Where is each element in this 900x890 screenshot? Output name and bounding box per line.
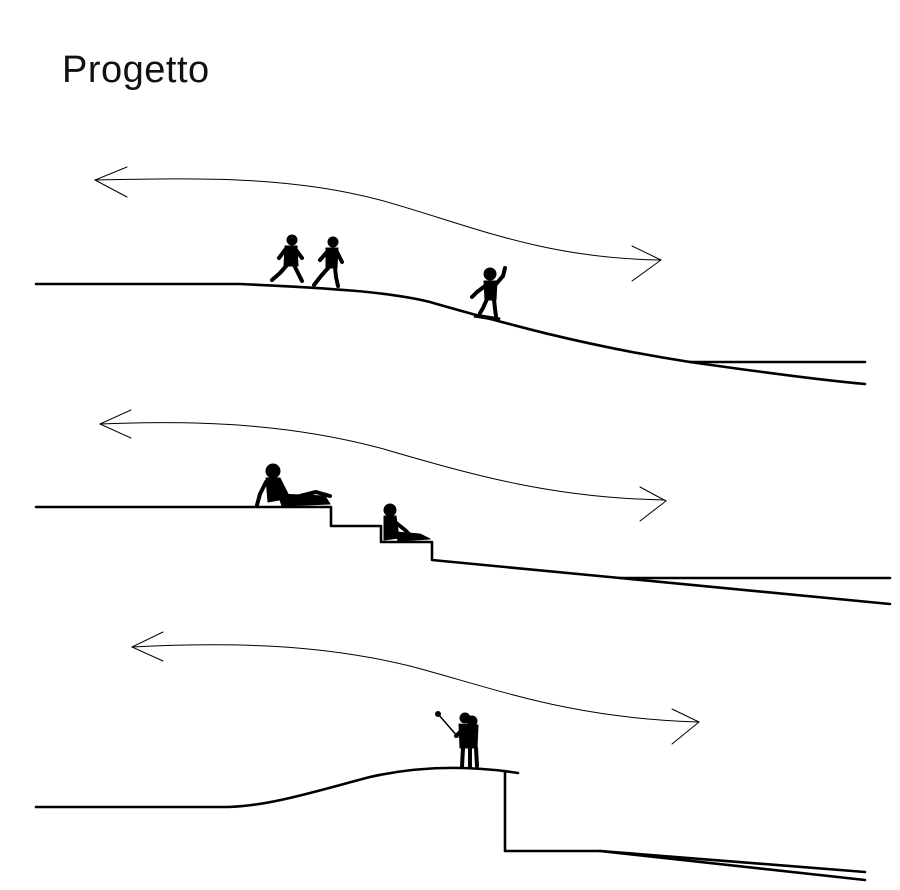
- arrow-head-left-3: [130, 631, 164, 662]
- arrow-head-left-1: [93, 166, 128, 198]
- double-arrow-3: [131, 644, 699, 723]
- page-title: Progetto: [62, 49, 210, 91]
- section-3: [34, 631, 867, 882]
- sitting-person-figure: [383, 503, 431, 542]
- ground-lower-line-3: [598, 849, 867, 882]
- running-child-figure: [312, 236, 344, 288]
- arrow-head-right-2: [639, 486, 667, 522]
- skateboarder-figure: [470, 266, 507, 322]
- double-arrow-2: [99, 422, 666, 501]
- arrow-head-right-1: [631, 245, 662, 282]
- ground-lower-line-2: [618, 576, 892, 606]
- ground-profile-1: [34, 282, 867, 364]
- ground-lower-line-1: [688, 360, 867, 386]
- section-1: [34, 166, 867, 386]
- running-child-figure: [270, 234, 304, 283]
- arrow-head-left-2: [98, 409, 132, 439]
- retaining-wall-3: [503, 769, 867, 874]
- section-2: [34, 409, 892, 606]
- arrow-head-right-3: [671, 708, 700, 745]
- ground-profile-2: [34, 505, 892, 580]
- double-arrow-1: [94, 178, 661, 261]
- ground-profile-3: [34, 766, 520, 809]
- reclining-person-figure: [255, 463, 332, 507]
- selfie-couple-figure: [435, 711, 479, 769]
